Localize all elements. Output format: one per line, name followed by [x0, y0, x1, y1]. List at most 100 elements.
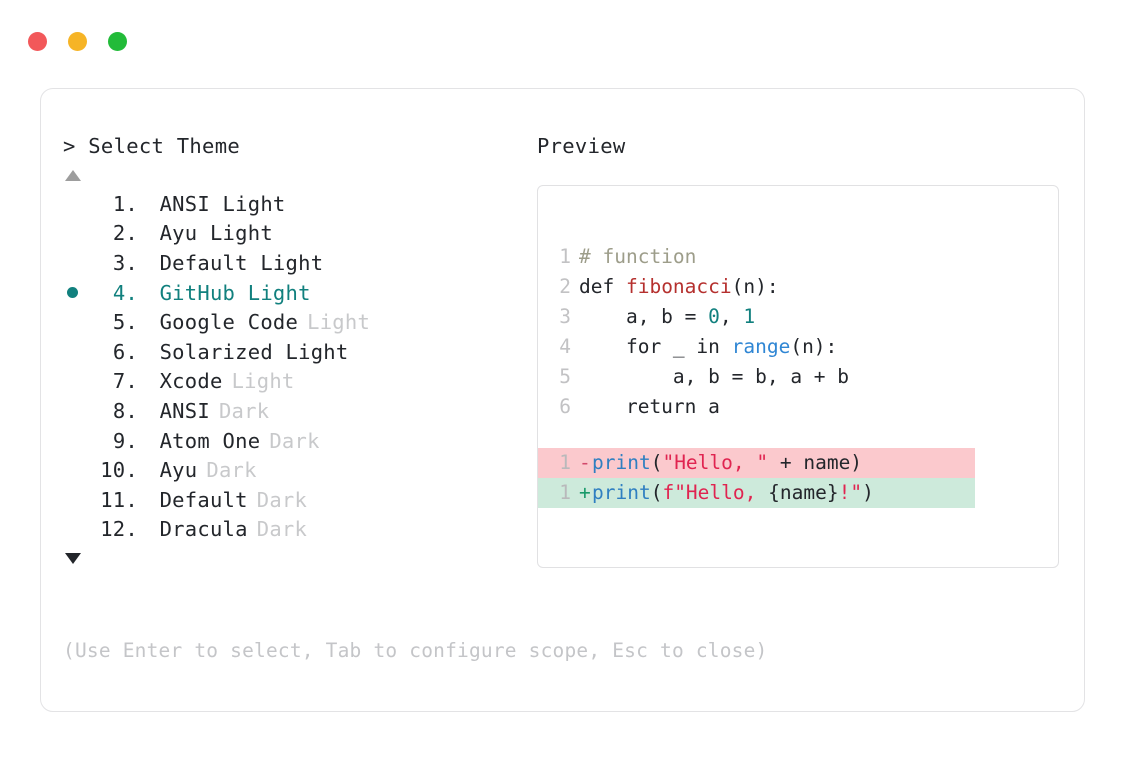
- preview-panel-header: Preview: [537, 134, 626, 158]
- theme-item-name: Default: [159, 487, 248, 512]
- theme-item-index: 12.: [100, 517, 138, 542]
- theme-item-name: ANSI: [159, 398, 210, 423]
- diff-line-text: print("Hello, " + name): [592, 448, 862, 478]
- code-line: 5 a, b = b, a + b: [538, 362, 1058, 392]
- code-token: a, b =: [579, 305, 709, 328]
- theme-item-index: 3.: [112, 250, 138, 275]
- theme-item-name: Ayu: [159, 458, 198, 483]
- theme-list-item[interactable]: 6. Solarized Light: [63, 337, 533, 367]
- code-token: a, b = b, a + b: [579, 365, 850, 388]
- theme-item-variant-label: Dark: [269, 428, 320, 453]
- theme-item-index: 8.: [112, 398, 138, 423]
- theme-list-item[interactable]: 2. Ayu Light: [63, 219, 533, 249]
- code-token: range: [731, 335, 791, 358]
- theme-item-index: 5.: [112, 310, 138, 335]
- code-line-number: 4: [559, 335, 571, 358]
- code-line: 3 a, b = 0, 1: [538, 302, 1058, 332]
- theme-item-name: ANSI Light: [159, 191, 286, 216]
- theme-item-spacer: [138, 192, 160, 216]
- theme-list-item[interactable]: 10. Ayu Dark: [63, 455, 533, 485]
- theme-item-index: 7.: [112, 369, 138, 394]
- theme-list-item[interactable]: 4. GitHub Light: [63, 278, 533, 308]
- theme-list-item[interactable]: 1. ANSI Light: [63, 189, 533, 219]
- theme-item-index: 10.: [100, 458, 138, 483]
- triangle-down-icon[interactable]: [65, 553, 81, 565]
- theme-item-index: 9.: [112, 428, 138, 453]
- theme-item-index: 4.: [112, 280, 138, 305]
- theme-item-variant-label: Dark: [256, 487, 308, 512]
- theme-item-index: 2.: [112, 221, 138, 246]
- theme-item-spacer: [138, 221, 160, 245]
- code-token: {name}: [768, 481, 839, 504]
- code-line-number: 5: [559, 365, 571, 388]
- keyboard-hint: (Use Enter to select, Tab to configure s…: [63, 639, 768, 662]
- theme-item-name: Default Light: [159, 250, 324, 275]
- code-token: for _ in: [579, 335, 732, 358]
- code-line-text: a, b = b, a + b: [579, 362, 849, 392]
- theme-item-index: 6.: [112, 339, 138, 364]
- theme-item-name: Atom One: [159, 428, 261, 453]
- code-token: ): [862, 481, 874, 504]
- maximize-button[interactable]: [108, 32, 127, 51]
- code-line-text: for _ in range(n):: [579, 332, 837, 362]
- theme-item-variant-label: Dark: [206, 458, 257, 483]
- theme-item-spacer: [138, 281, 160, 305]
- code-token: print: [592, 481, 651, 504]
- selected-bullet-icon: [67, 287, 78, 299]
- theme-item-name: Ayu Light: [159, 221, 273, 246]
- code-token: "Hello, ": [662, 451, 769, 474]
- theme-item-index: 1.: [112, 191, 138, 216]
- code-token: (n):: [731, 275, 779, 298]
- code-line: 4 for _ in range(n):: [538, 332, 1058, 362]
- theme-item-spacer: [138, 517, 160, 541]
- code-line-number: 6: [559, 395, 571, 418]
- code-line-text: a, b = 0, 1: [579, 302, 755, 332]
- diff-block: 1-print("Hello, " + name)1+print(f"Hello…: [538, 448, 1058, 508]
- theme-item-name: Dracula: [159, 517, 248, 542]
- code-line-text: # function: [579, 242, 696, 272]
- theme-list-item[interactable]: 11. Default Dark: [63, 485, 533, 515]
- code-token: (: [650, 451, 663, 474]
- code-token: (n):: [790, 335, 838, 358]
- diff-line-plus: 1 +print(f"Hello, {name}!"): [538, 478, 975, 508]
- code-token: !": [838, 481, 863, 504]
- code-token: def: [579, 275, 626, 298]
- theme-item-spacer: [138, 458, 160, 482]
- theme-item-spacer: [138, 369, 160, 393]
- selection-bullet-slot: [63, 287, 92, 299]
- code-line-text: return a: [579, 392, 720, 422]
- theme-item-variant-label: Light: [307, 310, 371, 335]
- code-token: (: [650, 481, 663, 504]
- code-line-text: def fibonacci(n):: [579, 272, 779, 302]
- diff-line-number: 1: [559, 481, 571, 504]
- theme-list-item[interactable]: 3. Default Light: [63, 248, 533, 278]
- theme-list-item[interactable]: 12. Dracula Dark: [63, 515, 533, 545]
- diff-sign: +: [579, 481, 591, 504]
- code-token: print: [592, 451, 651, 474]
- theme-item-name: Solarized Light: [159, 339, 349, 364]
- code-line: 1# function: [538, 242, 1058, 272]
- theme-list-item[interactable]: 9. Atom One Dark: [63, 426, 533, 456]
- close-button[interactable]: [28, 32, 47, 51]
- minimize-button[interactable]: [68, 32, 87, 51]
- window-traffic-lights: [28, 32, 127, 51]
- code-token: # function: [579, 245, 697, 268]
- triangle-up-icon[interactable]: [65, 170, 81, 181]
- theme-item-spacer: [138, 429, 160, 453]
- code-token: f"Hello,: [662, 481, 769, 504]
- code-token: fibonacci: [625, 275, 732, 298]
- diff-line-number: 1: [559, 451, 571, 474]
- theme-item-variant-label: Dark: [256, 517, 308, 542]
- theme-item-index: 11.: [100, 487, 138, 512]
- theme-panel-header: > Select Theme: [63, 134, 240, 158]
